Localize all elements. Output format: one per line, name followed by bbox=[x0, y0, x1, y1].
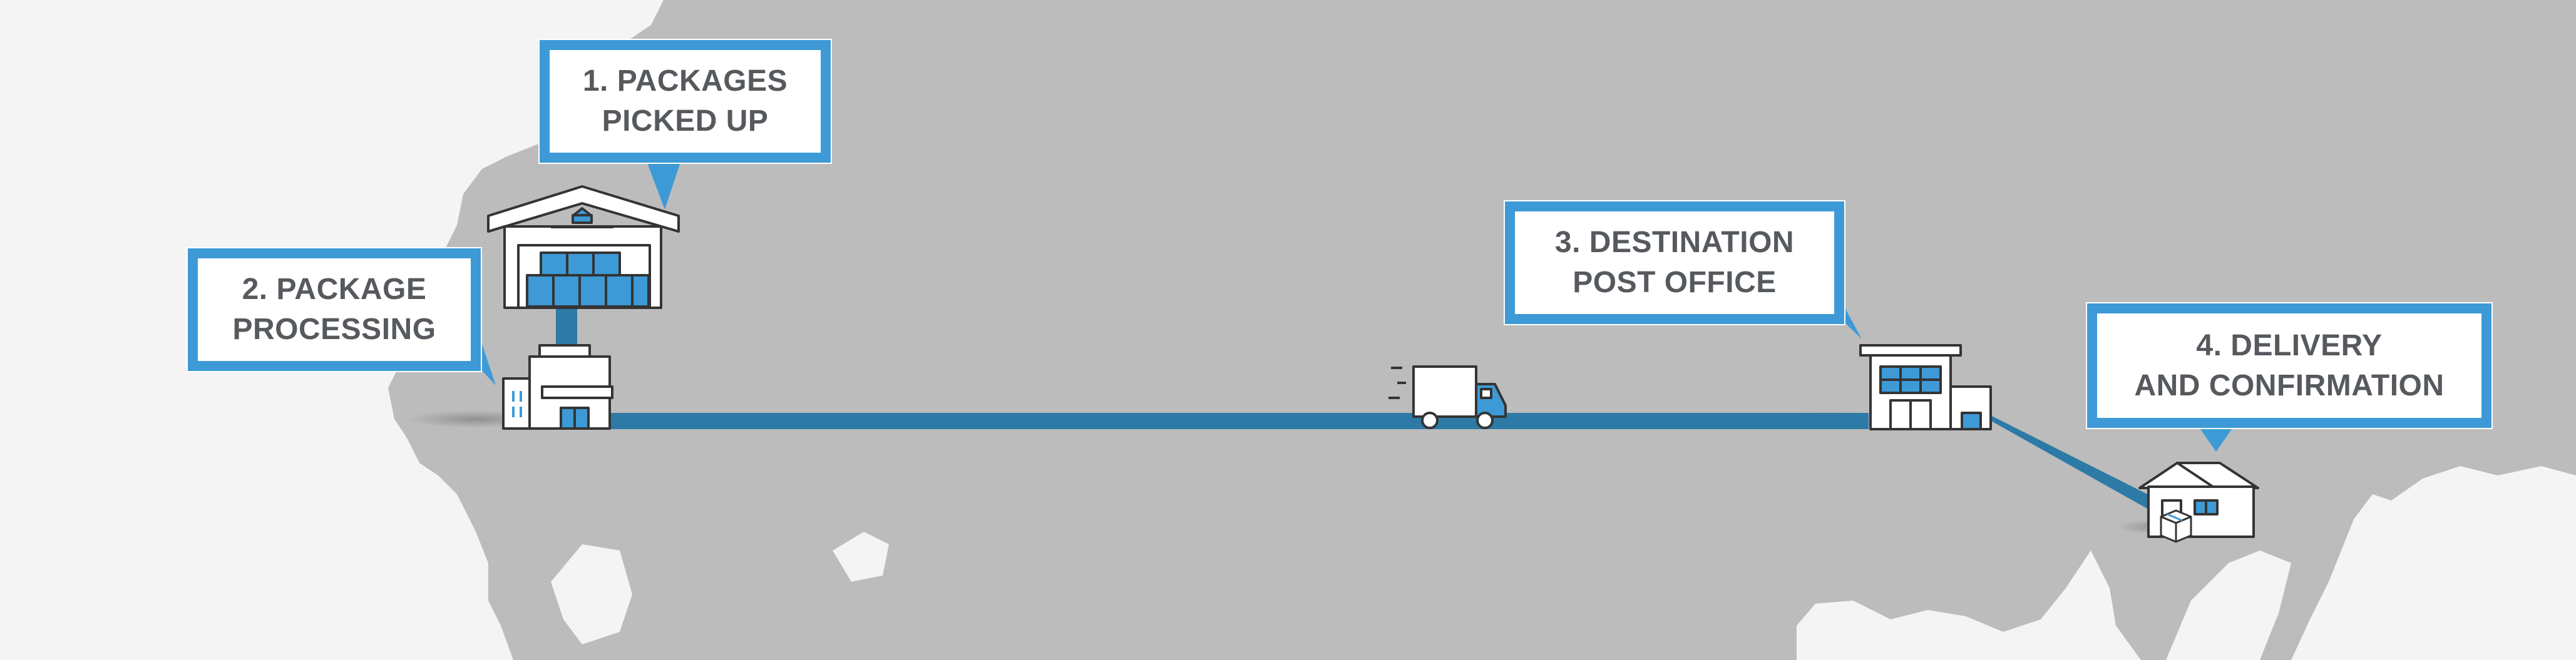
house-icon bbox=[2138, 462, 2259, 538]
callout-step-4: 4. DELIVERY AND CONFIRMATION bbox=[2087, 303, 2491, 428]
step-4-title: 4. DELIVERY bbox=[2196, 328, 2383, 362]
land-mass bbox=[388, 0, 2576, 660]
step-1-subtitle: PICKED UP bbox=[602, 104, 769, 138]
step-4-subtitle: AND CONFIRMATION bbox=[2134, 368, 2445, 402]
callout-step-3: 3. DESTINATION POST OFFICE bbox=[1505, 201, 1844, 324]
parcel-box-icon bbox=[2160, 509, 2192, 543]
callout-step-1: 1. PACKAGES PICKED UP bbox=[540, 40, 831, 163]
step-2-title: 2. PACKAGE bbox=[242, 273, 427, 306]
step-1-title: 1. PACKAGES bbox=[582, 64, 788, 98]
step-3-title: 3. DESTINATION bbox=[1554, 226, 1795, 259]
delivery-truck-icon bbox=[1388, 365, 1507, 429]
route-main bbox=[601, 413, 1869, 429]
warehouse-icon bbox=[487, 185, 680, 309]
step-3-subtitle: POST OFFICE bbox=[1573, 266, 1777, 299]
callout-1-tail bbox=[645, 156, 682, 210]
callout-step-2: 2. PACKAGE PROCESSING bbox=[188, 248, 481, 371]
step-2-subtitle: PROCESSING bbox=[232, 313, 436, 346]
callout-4-tail bbox=[2196, 423, 2236, 452]
processing-facility-icon bbox=[502, 344, 613, 430]
post-office-icon bbox=[1859, 344, 1992, 430]
route-to-house bbox=[1981, 415, 2185, 525]
